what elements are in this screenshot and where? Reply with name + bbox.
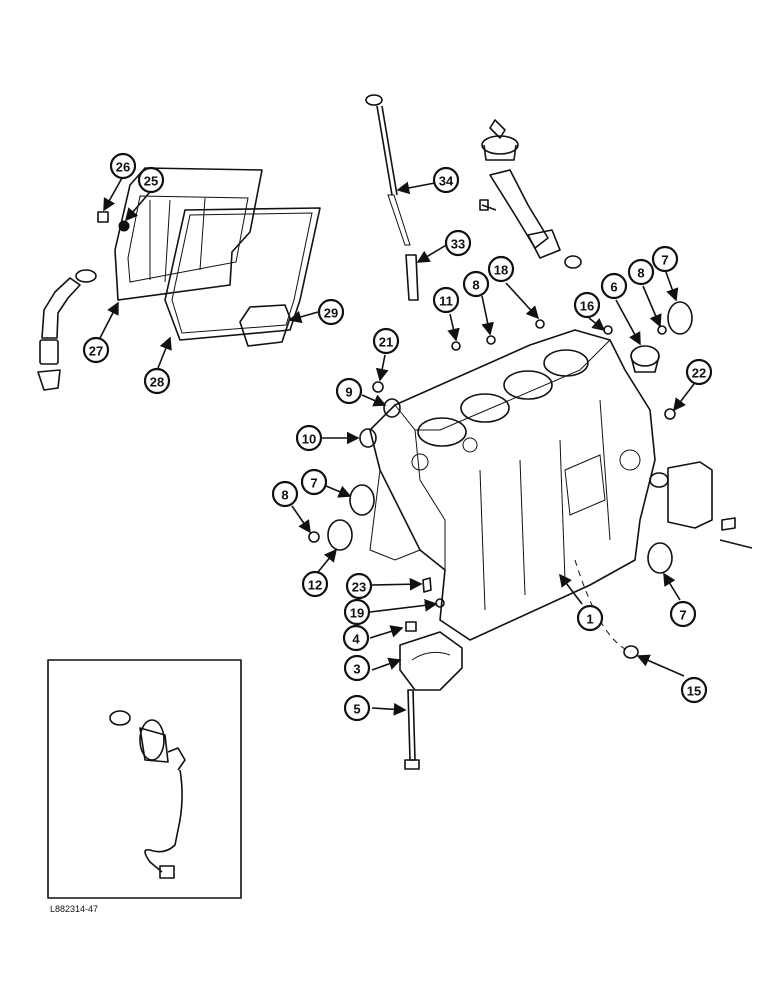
callout-number: 11 [439,294,453,309]
cylinder-block [369,329,656,641]
small-parts [308,301,693,659]
callout-number: 12 [308,578,322,593]
callout-25: 25 [137,166,165,194]
breather-hose [37,269,97,391]
callout-number: 15 [687,684,701,699]
dipstick-tube [405,254,419,301]
rocker-cover-fasteners [97,211,130,232]
rocker-cover-gasket [164,207,321,341]
callout-number: 5 [353,702,360,717]
callout-1: 1 [576,604,604,632]
callout-22: 22 [685,358,713,386]
callout-number: 33 [451,237,465,252]
callout-number: 28 [150,375,164,390]
callout-7: 7 [300,468,328,496]
callout-5: 5 [343,694,371,722]
callout-15: 15 [680,676,708,704]
callout-6: 6 [600,272,628,300]
callout-3: 3 [343,654,371,682]
callout-number: 26 [116,160,130,175]
figure-code: L882314-47 [50,904,99,914]
callout-21: 21 [372,327,400,355]
callout-8: 8 [271,480,299,508]
callout-29: 29 [317,298,345,326]
callout-number: 23 [352,580,366,595]
oil-filler-cap [481,119,519,161]
callout-number: 4 [352,632,360,647]
callout-number: 7 [661,253,668,268]
callout-8: 8 [462,270,490,298]
callout-number: 16 [580,299,594,314]
callout-26: 26 [109,152,137,180]
rocker-cover [114,167,263,301]
callout-number: 29 [324,306,338,321]
callout-number: 27 [89,344,103,359]
callout-34: 34 [432,166,460,194]
callout-number: 10 [302,432,316,447]
callout-number: 6 [610,280,617,295]
callout-8: 8 [627,258,655,286]
callout-7: 7 [669,600,697,628]
callout-number: 3 [353,662,360,677]
main-bearing-cap [399,621,463,770]
callout-number: 21 [379,335,393,350]
callout-27: 27 [82,336,110,364]
front-housing [649,461,753,549]
callout-number: 25 [144,174,158,189]
oil-filler-tube [479,169,582,269]
callout-number: 19 [350,606,364,621]
callout-4: 4 [342,624,370,652]
callout-number: 22 [692,366,706,381]
leader-lines [99,177,695,716]
callout-18: 18 [487,255,515,283]
callout-number: 7 [310,476,317,491]
callout-23: 23 [345,572,373,600]
dipstick [365,94,411,246]
callout-28: 28 [143,367,171,395]
callout-number: 1 [586,612,593,627]
callout-12: 12 [301,570,329,598]
callout-16: 16 [573,291,601,319]
callout-7: 7 [651,245,679,273]
callout-number: 18 [494,263,508,278]
callout-33: 33 [444,229,472,257]
callout-9: 9 [335,377,363,405]
callout-10: 10 [295,424,323,452]
callout-number: 34 [439,174,454,189]
callout-labels: 26 25 27 28 29 34 33 11 8 18 21 9 10 7 8 12 23 19 4 3 5 1 16 6 8… [82,152,713,722]
callout-number: 9 [345,385,352,400]
callout-number: 8 [472,278,479,293]
callout-11: 11 [432,286,460,314]
callout-19: 19 [343,598,371,626]
callout-number: 8 [637,266,644,281]
callout-number: 7 [679,608,686,623]
inset-detail [47,659,242,899]
callout-number: 8 [281,488,288,503]
